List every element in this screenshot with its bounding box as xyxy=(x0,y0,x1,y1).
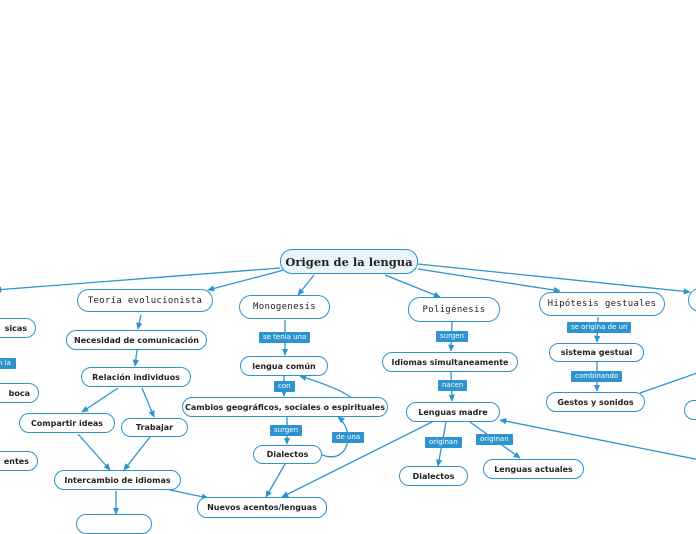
node-intercambio-idiomas[interactable]: Intercambio de idiomas xyxy=(54,470,181,490)
label-con: con xyxy=(274,381,295,392)
label-de-una: de una xyxy=(332,432,365,443)
edge-gestos-right xyxy=(639,372,696,394)
node-cambios-geograficos[interactable]: Cambios geográficos, sociales o espiritu… xyxy=(182,397,388,417)
node-idiomas-simultaneamente[interactable]: Idiomas simultaneamente xyxy=(382,352,518,372)
edge-lenguas-nuevos xyxy=(281,421,433,498)
node-trabajar[interactable]: Trabajar xyxy=(121,418,188,437)
node-left-entes[interactable]: entes xyxy=(0,451,38,471)
branch-monogenesis[interactable]: Monogenesis xyxy=(239,295,330,319)
edge-dialectos-return xyxy=(321,416,349,458)
edge-teoria-necesidad xyxy=(136,314,143,330)
node-gestos-sonidos[interactable]: Gestos y sonidos xyxy=(546,392,645,412)
label-surgen-mono: surgen xyxy=(270,425,303,436)
node-dialectos-mono[interactable]: Dialectos xyxy=(253,445,322,464)
node-nuevos-acentos-lenguas[interactable]: Nuevos acentos/lenguas xyxy=(197,497,327,518)
edge-dialectos-nuevos xyxy=(265,463,286,498)
edge-compartir-intercambio xyxy=(77,433,111,471)
edge-root-right xyxy=(417,263,691,295)
label-surgen-poli: surgen xyxy=(436,331,469,342)
edge-right-lenguas xyxy=(499,418,696,460)
edge-root-hipotesis xyxy=(417,268,561,294)
label-se-tenia-una: se tenia una xyxy=(259,332,311,343)
branch-poligenesis[interactable]: Poligénesis xyxy=(408,297,500,322)
node-left-sicas[interactable]: sicas xyxy=(0,318,36,338)
label-originan-1: originan xyxy=(425,437,462,448)
node-relacion-individuos[interactable]: Relación individuos xyxy=(81,367,191,387)
label-se-origina-de-un: se origina de un xyxy=(567,322,632,333)
node-lenguas-actuales[interactable]: Lenguas actuales xyxy=(483,459,584,479)
node-right-cutoff-2[interactable] xyxy=(684,400,696,420)
edge-root-teoria xyxy=(207,269,285,292)
connector-lines xyxy=(0,263,696,515)
edge-relacion-compartir xyxy=(81,387,119,413)
node-compartir-ideas[interactable]: Compartir ideas xyxy=(19,413,115,433)
edge-root-monogenesis xyxy=(297,274,315,296)
node-dialectos-poli[interactable]: Dialectos xyxy=(399,466,468,486)
edge-trabajar-intercambio xyxy=(123,436,151,471)
edge-relacion-trabajar xyxy=(141,387,155,418)
branch-hipotesis-gestuales[interactable]: Hipótesis gestuales xyxy=(539,292,665,316)
edge-root-poligenesis xyxy=(384,274,441,298)
label-combinando: combinando xyxy=(571,371,623,382)
branch-teoria-evolucionista[interactable]: Teoría evolucionista xyxy=(77,289,213,312)
label-left-la: n la xyxy=(0,358,16,369)
node-necesidad-comunicacion[interactable]: Necesidad de comunicación xyxy=(66,330,207,350)
root-node[interactable]: Origen de la lengua xyxy=(280,249,418,274)
edge-root-left xyxy=(0,267,281,293)
edge-necesidad-relacion xyxy=(132,349,139,367)
node-lenguas-madre[interactable]: Lenguas madre xyxy=(406,402,500,422)
node-lengua-comun[interactable]: lengua común xyxy=(240,356,328,376)
edge-cambios-lengua xyxy=(299,375,353,399)
label-nacen: nacen xyxy=(438,380,468,391)
node-sistema-gestual[interactable]: sistema gestual xyxy=(549,343,644,362)
label-originan-2: originan xyxy=(476,434,513,445)
node-bottom-cutoff[interactable] xyxy=(76,514,152,534)
node-left-boca[interactable]: boca xyxy=(0,383,39,403)
edge-intercambio-nuevos xyxy=(169,489,209,500)
